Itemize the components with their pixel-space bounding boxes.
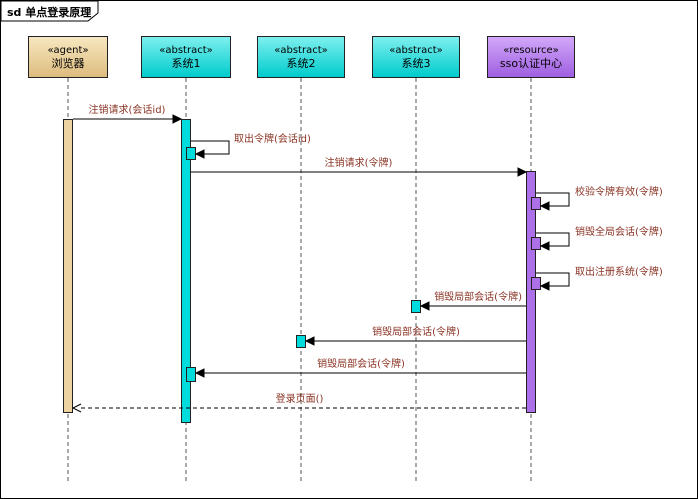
lifeline-stereotype: «abstract» — [274, 44, 328, 56]
message-label: 注销请求(令牌) — [324, 158, 393, 169]
activation-sso-self1 — [531, 197, 541, 210]
lifeline-stereotype: «abstract» — [389, 44, 443, 56]
lifeline-header-sys3: «abstract» 系统3 — [372, 36, 460, 78]
message-label: 注销请求(会话id) — [88, 105, 166, 116]
message-label: 销毁全局会话(令牌) — [575, 227, 663, 238]
frame-title: sd 单点登录原理 — [7, 6, 92, 19]
lifeline-header-browser: «agent» 浏览器 — [28, 36, 108, 78]
activation-sys1-end — [186, 367, 196, 382]
message-label: 登录页面() — [275, 394, 324, 405]
lifeline-name: 系统2 — [286, 56, 316, 70]
lifeline-name: 系统1 — [171, 56, 201, 70]
message-label: 销毁局部会话(令牌) — [372, 327, 460, 338]
message-label: 销毁局部会话(令牌) — [434, 292, 522, 303]
activation-sys2 — [296, 335, 306, 348]
message-label: 取出注册系统(令牌) — [575, 267, 663, 278]
message-label: 校验令牌有效(令牌) — [575, 187, 663, 198]
lifeline-name: 浏览器 — [51, 56, 85, 70]
message-label: 取出令牌(会话id) — [234, 134, 311, 145]
lifeline-header-sys2: «abstract» 系统2 — [257, 36, 345, 78]
lifeline-name: 系统3 — [401, 56, 431, 70]
activation-sso-self2 — [531, 237, 541, 250]
lifeline-stereotype: «abstract» — [159, 44, 213, 56]
message-label: 销毁局部会话(令牌) — [317, 359, 405, 370]
lifeline-header-sso: «resource» sso认证中心 — [487, 36, 575, 78]
lifeline-name: sso认证中心 — [499, 56, 563, 70]
lifeline-stereotype: «agent» — [47, 44, 89, 56]
lifeline-header-sys1: «abstract» 系统1 — [141, 36, 231, 78]
activation-browser — [63, 119, 73, 413]
activation-sso-self3 — [531, 277, 541, 290]
lifeline-stereotype: «resource» — [503, 44, 559, 56]
arrow-get-token-self — [191, 140, 230, 159]
